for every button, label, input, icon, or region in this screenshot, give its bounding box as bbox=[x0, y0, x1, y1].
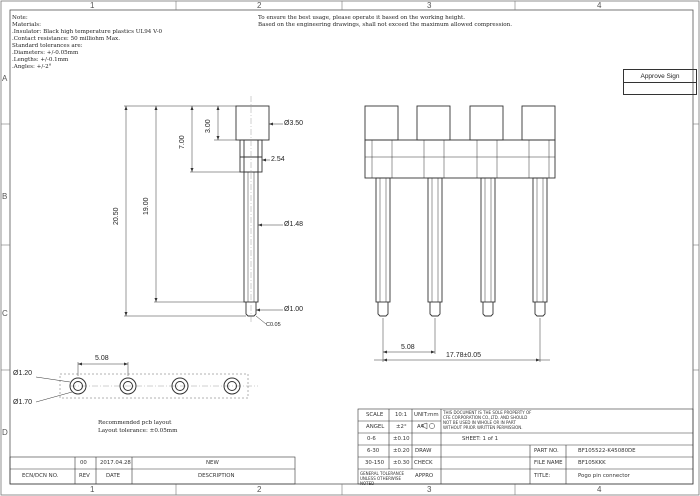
front-dimension-arrows bbox=[383, 350, 540, 362]
dim-tip-diameter: Ø1.00 bbox=[284, 306, 304, 313]
tol-cell: 0-6 bbox=[367, 436, 376, 442]
zone-top-3: 3 bbox=[427, 1, 432, 10]
usage-line: To ensure the best usage, please operate… bbox=[258, 15, 465, 21]
rev-header-rev: REV bbox=[79, 473, 90, 479]
zone-side-c: C bbox=[2, 309, 8, 318]
zone-top-2: 2 bbox=[257, 1, 262, 10]
tol-cell: ±0.30 bbox=[393, 460, 410, 466]
dim-total-length: 20.50 bbox=[113, 207, 120, 225]
tol-cell: CHECK bbox=[414, 460, 433, 466]
pcb-layout bbox=[35, 362, 258, 403]
tol-cell: ±2° bbox=[396, 424, 407, 430]
title-value: Pogo pin connector bbox=[578, 473, 630, 479]
notice-line: NOT BE USED IN WHOLE OR IN PART bbox=[443, 420, 516, 425]
tol-cell: A4 bbox=[417, 424, 425, 430]
zone-top-4: 4 bbox=[597, 1, 602, 10]
title-label: TITLE: bbox=[534, 473, 551, 479]
front-pin bbox=[521, 105, 556, 317]
dim-pcb-pad: Ø1.70 bbox=[13, 399, 33, 406]
zone-side-b: B bbox=[2, 192, 8, 201]
pcb-caption: Recommended pcb layout bbox=[98, 420, 172, 426]
note-line: .Insulator: Black high temperature plast… bbox=[12, 29, 163, 35]
notice-line: THIS DOCUMENT IS THE SOLE PROPERTY OF bbox=[443, 410, 532, 415]
inner-border bbox=[9, 9, 694, 485]
pcb-caption: Layout tolerance: ±0.05mm bbox=[98, 428, 178, 434]
dim-pcb-hole: Ø1.20 bbox=[13, 370, 33, 377]
revision-block-lines bbox=[9, 456, 296, 485]
dim-front-overall: 17.78±0.05 bbox=[446, 352, 481, 359]
zone-bottom-3: 3 bbox=[427, 485, 432, 494]
projection-symbol bbox=[420, 422, 435, 430]
tol-cell: UNIT:mm bbox=[414, 412, 439, 418]
zone-bottom-4: 4 bbox=[597, 485, 602, 494]
dim-chamfer: C0.05 bbox=[266, 322, 281, 328]
housing-top bbox=[364, 139, 556, 179]
front-pin bbox=[469, 105, 504, 317]
dimension-arrows bbox=[124, 106, 273, 316]
part-no-value: BF105522-K45080DE bbox=[578, 448, 636, 454]
dim-head-diameter: Ø3.50 bbox=[284, 120, 304, 127]
rev-date: 2017.04.28 bbox=[100, 460, 131, 466]
dim-head-length: 3.00 bbox=[205, 119, 212, 133]
file-name-label: FILE NAME bbox=[534, 460, 563, 466]
dim-upper-length: 7.00 bbox=[179, 135, 186, 149]
side-view bbox=[235, 96, 270, 324]
tol-cell: ANGEL bbox=[366, 424, 385, 430]
tol-cell: SCALE bbox=[366, 412, 384, 418]
note-line: .Contact resistance: 50 milliohm Max. bbox=[12, 36, 120, 42]
file-name-value: BF105KKK bbox=[578, 460, 606, 466]
pin-head bbox=[235, 105, 270, 141]
dim-pcb-pitch: 5.08 bbox=[95, 355, 109, 362]
approve-sign-label: Approve Sign bbox=[624, 71, 696, 83]
rev-value: 00 bbox=[80, 460, 87, 466]
front-pin bbox=[416, 105, 451, 317]
front-view-dimensions bbox=[374, 318, 550, 362]
notice-line: CFE CORPORATION CO.,LTD. AND SHOULD bbox=[443, 415, 528, 420]
usage-line: Based on the engineering drawings, shall… bbox=[258, 22, 513, 28]
approve-sign-box: Approve Sign bbox=[623, 69, 697, 95]
part-no-label: PART NO. bbox=[534, 448, 559, 454]
sheet-count: SHEET: 1 of 1 bbox=[462, 436, 498, 442]
tol-cell: 10:1 bbox=[395, 412, 408, 418]
rev-header-ecn: ECN/DCN NO. bbox=[22, 473, 59, 479]
front-pin bbox=[364, 105, 399, 317]
tol-cell: APPRO bbox=[415, 473, 434, 479]
zone-top-1: 1 bbox=[90, 1, 95, 10]
dim-front-pitch: 5.08 bbox=[401, 344, 415, 351]
note-line: .Lengths: +/-0.1mm bbox=[12, 57, 69, 63]
tol-cell: ±0.10 bbox=[393, 436, 410, 442]
dim-sleeve-diameter: 2.54 bbox=[271, 156, 285, 163]
note-line: .Angles: +/-2° bbox=[12, 64, 52, 70]
dim-body-length: 19.00 bbox=[143, 197, 150, 215]
rev-header-date: DATE bbox=[106, 473, 121, 479]
notice-line: WITHOUT PRIOR WRITTEN PERMISSION. bbox=[443, 425, 523, 430]
zone-side-d: D bbox=[2, 428, 8, 437]
dim-pin-diameter: Ø1.48 bbox=[284, 221, 304, 228]
note-line: Note: bbox=[12, 15, 28, 21]
note-line: .Diameters: +/-0.05mm bbox=[12, 50, 79, 56]
tol-cell: 30-150 bbox=[365, 460, 385, 466]
pcb-pads bbox=[69, 377, 241, 395]
zone-bottom-1: 1 bbox=[90, 485, 95, 494]
rev-header-description: DESCRIPTION bbox=[198, 473, 235, 479]
side-view-dimensions bbox=[124, 105, 283, 325]
note-line: Standard tolerances are: bbox=[12, 43, 83, 49]
rev-description: NEW bbox=[206, 460, 219, 466]
title-block-lines bbox=[357, 408, 694, 485]
zone-bottom-2: 2 bbox=[257, 485, 262, 494]
zone-side-a: A bbox=[2, 74, 8, 83]
note-line: Materials: bbox=[12, 22, 41, 28]
general-tolerance-note: GENERAL TOLERANCE UNLESS OTHERWISE NOTED bbox=[360, 471, 405, 486]
front-view bbox=[364, 105, 556, 317]
tol-cell: DRAW bbox=[415, 448, 432, 454]
tol-cell: ±0.20 bbox=[393, 448, 410, 454]
tol-cell: 6-30 bbox=[367, 448, 380, 454]
